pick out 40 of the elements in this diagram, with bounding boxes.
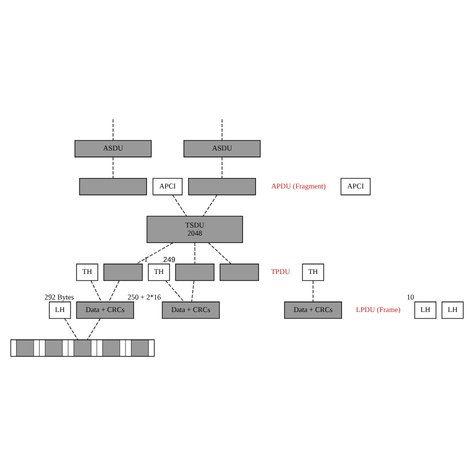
node-box: TH (302, 263, 324, 280)
connector (86, 318, 101, 340)
connector (202, 194, 218, 216)
node-box (188, 177, 256, 195)
connector (136, 242, 174, 264)
node-box: LH (414, 301, 436, 318)
node-box: APCI (340, 177, 371, 195)
node-box: Data + CRCs (162, 301, 220, 318)
node-box: ASDU (184, 140, 261, 157)
connector (112, 156, 114, 178)
node-box (103, 263, 143, 280)
connector (165, 280, 184, 302)
connector (112, 118, 114, 140)
node-box (175, 263, 214, 280)
connector (108, 280, 120, 302)
connector (194, 242, 196, 264)
node-box: Data + CRCs (284, 301, 342, 318)
label: TPDU (270, 266, 290, 276)
node-box (220, 263, 259, 280)
connector (90, 280, 102, 302)
label: LPDU (Frame) (356, 304, 400, 314)
node-label: 10 (406, 292, 414, 302)
node-box: LH (442, 301, 464, 318)
node-box: TH (76, 263, 98, 280)
connector (191, 280, 194, 302)
node-label: 292 Bytes (44, 292, 74, 302)
node-box: Data + CRCs (76, 301, 134, 318)
node-box: LH (48, 301, 71, 318)
connector (208, 242, 232, 264)
connector (172, 194, 187, 216)
label: APDU (Fragment) (271, 180, 326, 190)
node-box: APCI (152, 177, 183, 195)
node-label: 249 (163, 254, 176, 264)
node-box: ASDU (74, 140, 152, 157)
node-label: 250 + 2*16 (128, 292, 161, 302)
connector (312, 280, 314, 302)
node-box: TH (148, 263, 170, 280)
node-box: TSDU 2048 (146, 215, 243, 243)
connector (64, 318, 78, 340)
node-box (79, 177, 147, 195)
